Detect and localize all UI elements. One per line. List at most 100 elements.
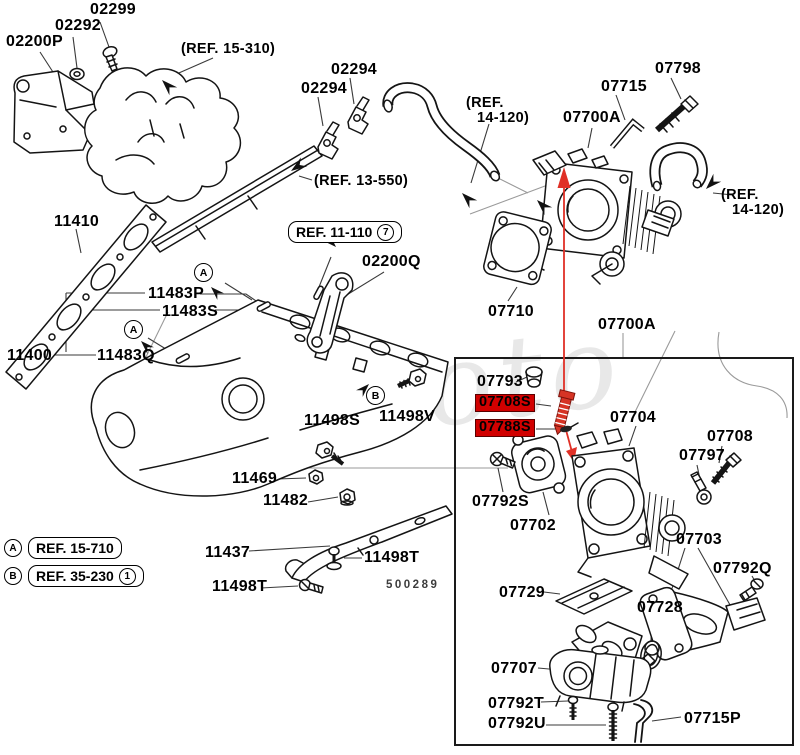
bracket-02200q — [306, 272, 354, 354]
bolt-11498s — [315, 441, 345, 466]
label-11482: 11482 — [263, 492, 309, 509]
label-07702: 07702 — [510, 517, 556, 534]
ref-box-text: REF. 11-110 — [296, 224, 373, 240]
legend: A REF. 15-710 B REF. 35-230 1 — [4, 537, 144, 587]
legend-row-a: A REF. 15-710 — [4, 537, 144, 559]
label-02299: 02299 — [90, 1, 136, 18]
fuel-rail — [151, 145, 323, 253]
bolt-02299 — [102, 45, 118, 72]
legend-row-b: B REF. 35-230 1 — [4, 565, 144, 587]
label-07715p: 07715P — [684, 710, 741, 727]
label-07707: 07707 — [491, 660, 537, 677]
legend-capsule-b: REF. 35-230 1 — [28, 565, 144, 587]
body-07707 — [549, 645, 652, 712]
pipe-07715p — [633, 699, 654, 743]
label-11498t: 11498T — [364, 549, 420, 566]
hose-top — [382, 82, 501, 182]
circled-marker-b: B — [366, 386, 385, 405]
label-07710: 07710 — [488, 303, 534, 320]
legend-text-b: REF. 35-230 — [36, 568, 114, 584]
screw-07792s — [489, 451, 516, 469]
legend-capsule-a: REF. 15-710 — [28, 537, 122, 559]
ref-box-badge: 7 — [377, 223, 395, 241]
label-07788s: 07788S — [475, 419, 535, 438]
label-07792u: 07792U — [488, 715, 546, 732]
pin-11483p — [256, 301, 271, 312]
label-02294: 02294 — [331, 61, 377, 78]
label-ref: (REF.14-120) — [721, 187, 785, 218]
ref-box-11-110: REF. 11-110 7 — [288, 221, 403, 243]
legend-text-a: REF. 15-710 — [36, 540, 114, 556]
legend-marker-b: B — [4, 567, 22, 585]
label-500289: 500289 — [386, 579, 440, 591]
sensor-07702 — [511, 434, 567, 494]
nut-11482 — [339, 488, 356, 506]
pin-11483q — [175, 353, 190, 364]
screw-07792u — [607, 702, 619, 741]
gasket-07729 — [555, 578, 633, 615]
label-11483s: 11483S — [162, 303, 219, 320]
screw-07708s-highlighted — [553, 389, 576, 436]
screw-07792q — [739, 578, 764, 602]
nut-11469 — [308, 469, 324, 485]
label-02200p: 02200P — [6, 33, 63, 50]
label-07700a: 07700A — [563, 109, 621, 126]
stay-11437 — [284, 505, 453, 583]
pin-07788s — [560, 422, 579, 433]
clip-02294-left — [317, 121, 340, 160]
clip-02294-right — [347, 96, 370, 135]
label-07792s: 07792S — [472, 493, 529, 510]
label-11400: 11400 — [7, 347, 53, 364]
label-07729: 07729 — [499, 584, 545, 601]
circled-marker-a: A — [124, 320, 143, 339]
label-02200q: 02200Q — [362, 253, 421, 270]
label-11483q: 11483Q — [97, 347, 155, 364]
gasket-11410 — [5, 204, 167, 390]
label-07792q: 07792Q — [713, 560, 772, 577]
pin-ref-11-110 — [313, 285, 324, 300]
screw-07792t — [567, 695, 579, 720]
label-02294: 02294 — [301, 80, 347, 97]
label-11498v: 11498V — [379, 408, 436, 425]
label-07703: 07703 — [676, 531, 722, 548]
label-07704: 07704 — [610, 409, 656, 426]
label-07708s: 07708S — [475, 394, 535, 413]
label-07728: 07728 — [637, 599, 683, 616]
bracket-02200p — [13, 70, 95, 154]
label-07700a: 07700A — [598, 316, 656, 333]
label-11498s: 11498S — [304, 412, 361, 429]
throttle-body-07704 — [571, 428, 689, 590]
inset-box-07700a — [454, 357, 794, 746]
label-11483p: 11483P — [148, 285, 205, 302]
label-07708: 07708 — [707, 428, 753, 445]
label-11437: 11437 — [205, 544, 251, 561]
intake-manifold-11400 — [90, 299, 449, 497]
screw-07797 — [690, 471, 712, 505]
bolt-11498v — [397, 368, 427, 389]
washer-02292 — [69, 67, 85, 81]
label-11410: 11410 — [54, 213, 100, 230]
pipe-07715 — [609, 118, 645, 149]
label-ref-15-310: (REF. 15-310) — [181, 41, 276, 57]
circled-marker-a: A — [194, 263, 213, 282]
legend-badge-b: 1 — [118, 567, 136, 585]
cap-07793 — [525, 366, 543, 388]
legend-marker-a: A — [4, 539, 22, 557]
hose-right — [649, 142, 708, 192]
label-07797: 07797 — [679, 447, 725, 464]
label-11498t: 11498T — [212, 578, 268, 595]
heat-shield — [84, 67, 242, 204]
label-ref-13-550: (REF. 13-550) — [314, 173, 409, 189]
label-07798: 07798 — [655, 60, 701, 77]
label-07792t: 07792T — [488, 695, 545, 712]
label-07793: 07793 — [477, 373, 523, 390]
gasket-07710 — [483, 211, 552, 286]
bolt-07798 — [655, 95, 699, 133]
label-07715: 07715 — [601, 78, 647, 95]
label-02292: 02292 — [55, 17, 101, 34]
label-11469: 11469 — [232, 470, 278, 487]
bolt-07708 — [710, 452, 742, 485]
screw-11498t-left — [298, 578, 324, 594]
